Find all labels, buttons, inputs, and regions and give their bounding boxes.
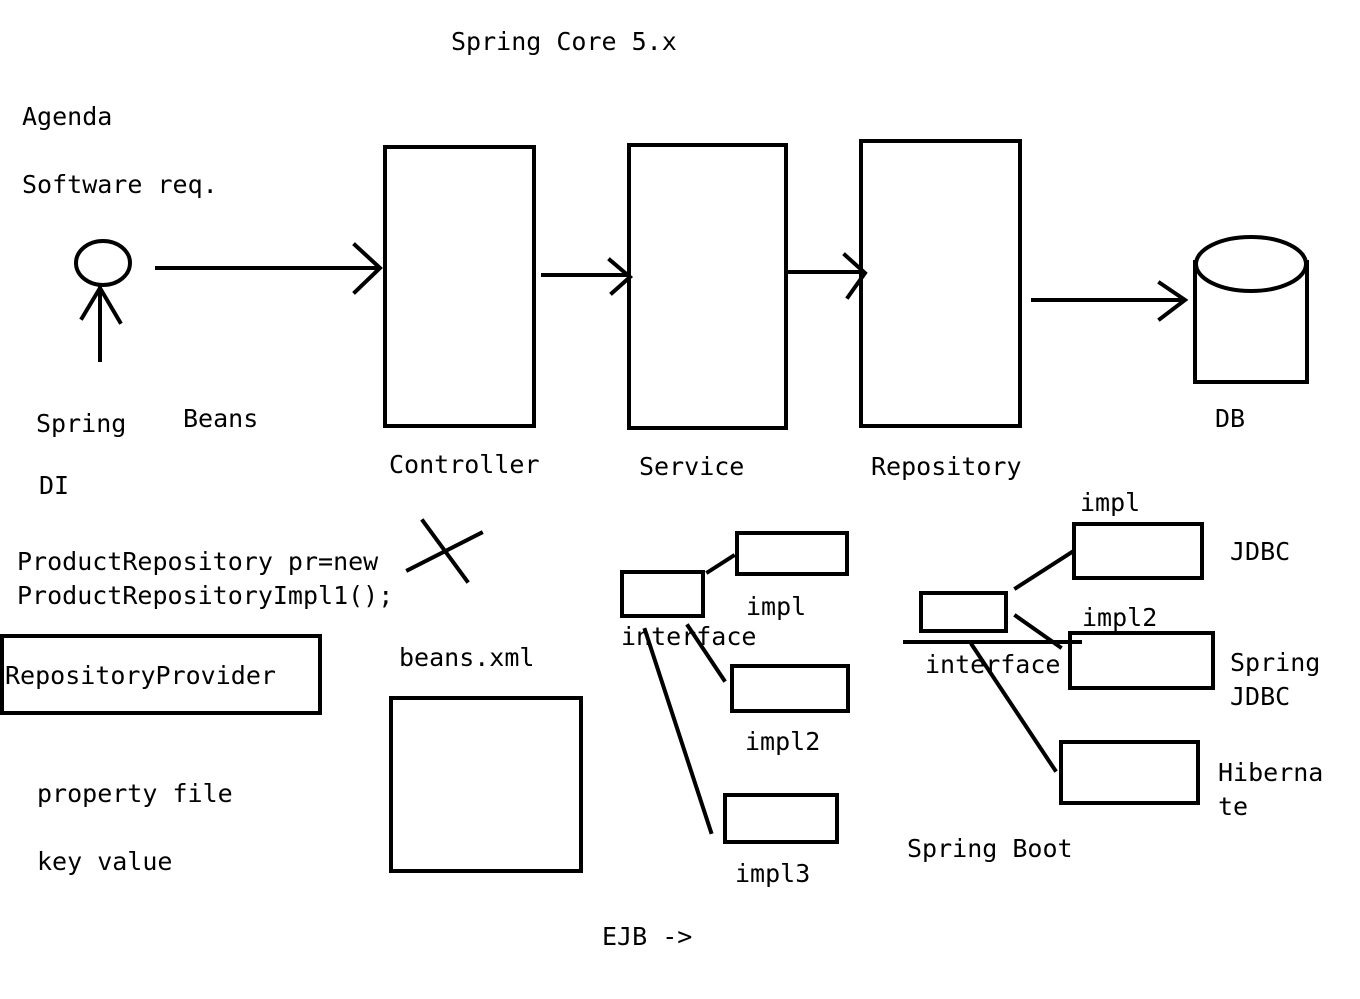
repository-provider-box [0, 634, 322, 715]
service-box [627, 143, 788, 430]
spring-figure-icon [74, 239, 132, 362]
controller-box [383, 145, 536, 428]
middle-impl1-label: impl [746, 592, 806, 621]
repository-provider-label: RepositoryProvider [5, 661, 276, 690]
middle-interface-box [620, 570, 705, 618]
hibernate-label-line1: Hiberna [1218, 758, 1323, 787]
arrow-to-db [1031, 280, 1189, 322]
service-label: Service [639, 452, 744, 481]
property-file-label: property file [37, 779, 233, 808]
right-hibernate-box [1059, 740, 1200, 805]
arrow-to-repository [786, 252, 868, 300]
jdbc-label: JDBC [1230, 537, 1290, 566]
middle-interface-tree [620, 531, 850, 844]
db-label: DB [1215, 404, 1245, 433]
spring-jdbc-label-line1: Spring [1230, 648, 1320, 677]
code-line-2: ProductRepositoryImpl1(); [17, 581, 393, 610]
right-impl1-label: impl [1080, 488, 1140, 517]
beans-xml-box [389, 696, 583, 873]
right-interface-tree [903, 522, 1215, 805]
middle-impl3-label: impl3 [735, 859, 810, 888]
middle-impl2-box [730, 664, 850, 713]
arrow-to-controller [155, 242, 383, 295]
agenda-heading: Agenda [22, 102, 112, 131]
beans-label: Beans [183, 404, 258, 433]
page-title: Spring Core 5.x [451, 27, 677, 56]
right-interface-box [919, 591, 1008, 633]
key-value-label: key value [37, 847, 172, 876]
ejb-label: EJB -> [602, 922, 692, 951]
beans-xml-label: beans.xml [399, 643, 534, 672]
di-label: DI [39, 471, 69, 500]
cross-mark-icon [405, 518, 484, 584]
hibernate-label-line2: te [1218, 792, 1248, 821]
middle-impl2-label: impl2 [745, 727, 820, 756]
repository-label: Repository [871, 452, 1022, 481]
spring-label: Spring [36, 409, 126, 438]
controller-label: Controller [389, 450, 540, 479]
right-impl2-label: impl2 [1082, 603, 1157, 632]
arrow-to-service [541, 257, 634, 296]
right-spring-jdbc-box [1068, 631, 1215, 690]
code-line-1: ProductRepository pr=new [17, 547, 379, 576]
repository-box [859, 139, 1022, 428]
middle-interface-label: interface [621, 622, 756, 651]
right-jdbc-box [1072, 522, 1204, 580]
agenda-item: Software req. [22, 170, 218, 199]
right-interface-label: interface [925, 650, 1060, 679]
database-icon [1193, 235, 1309, 384]
spring-jdbc-label-line2: JDBC [1230, 682, 1290, 711]
middle-impl1-box [735, 531, 849, 576]
middle-impl3-box [723, 793, 839, 844]
spring-boot-label: Spring Boot [907, 834, 1073, 863]
